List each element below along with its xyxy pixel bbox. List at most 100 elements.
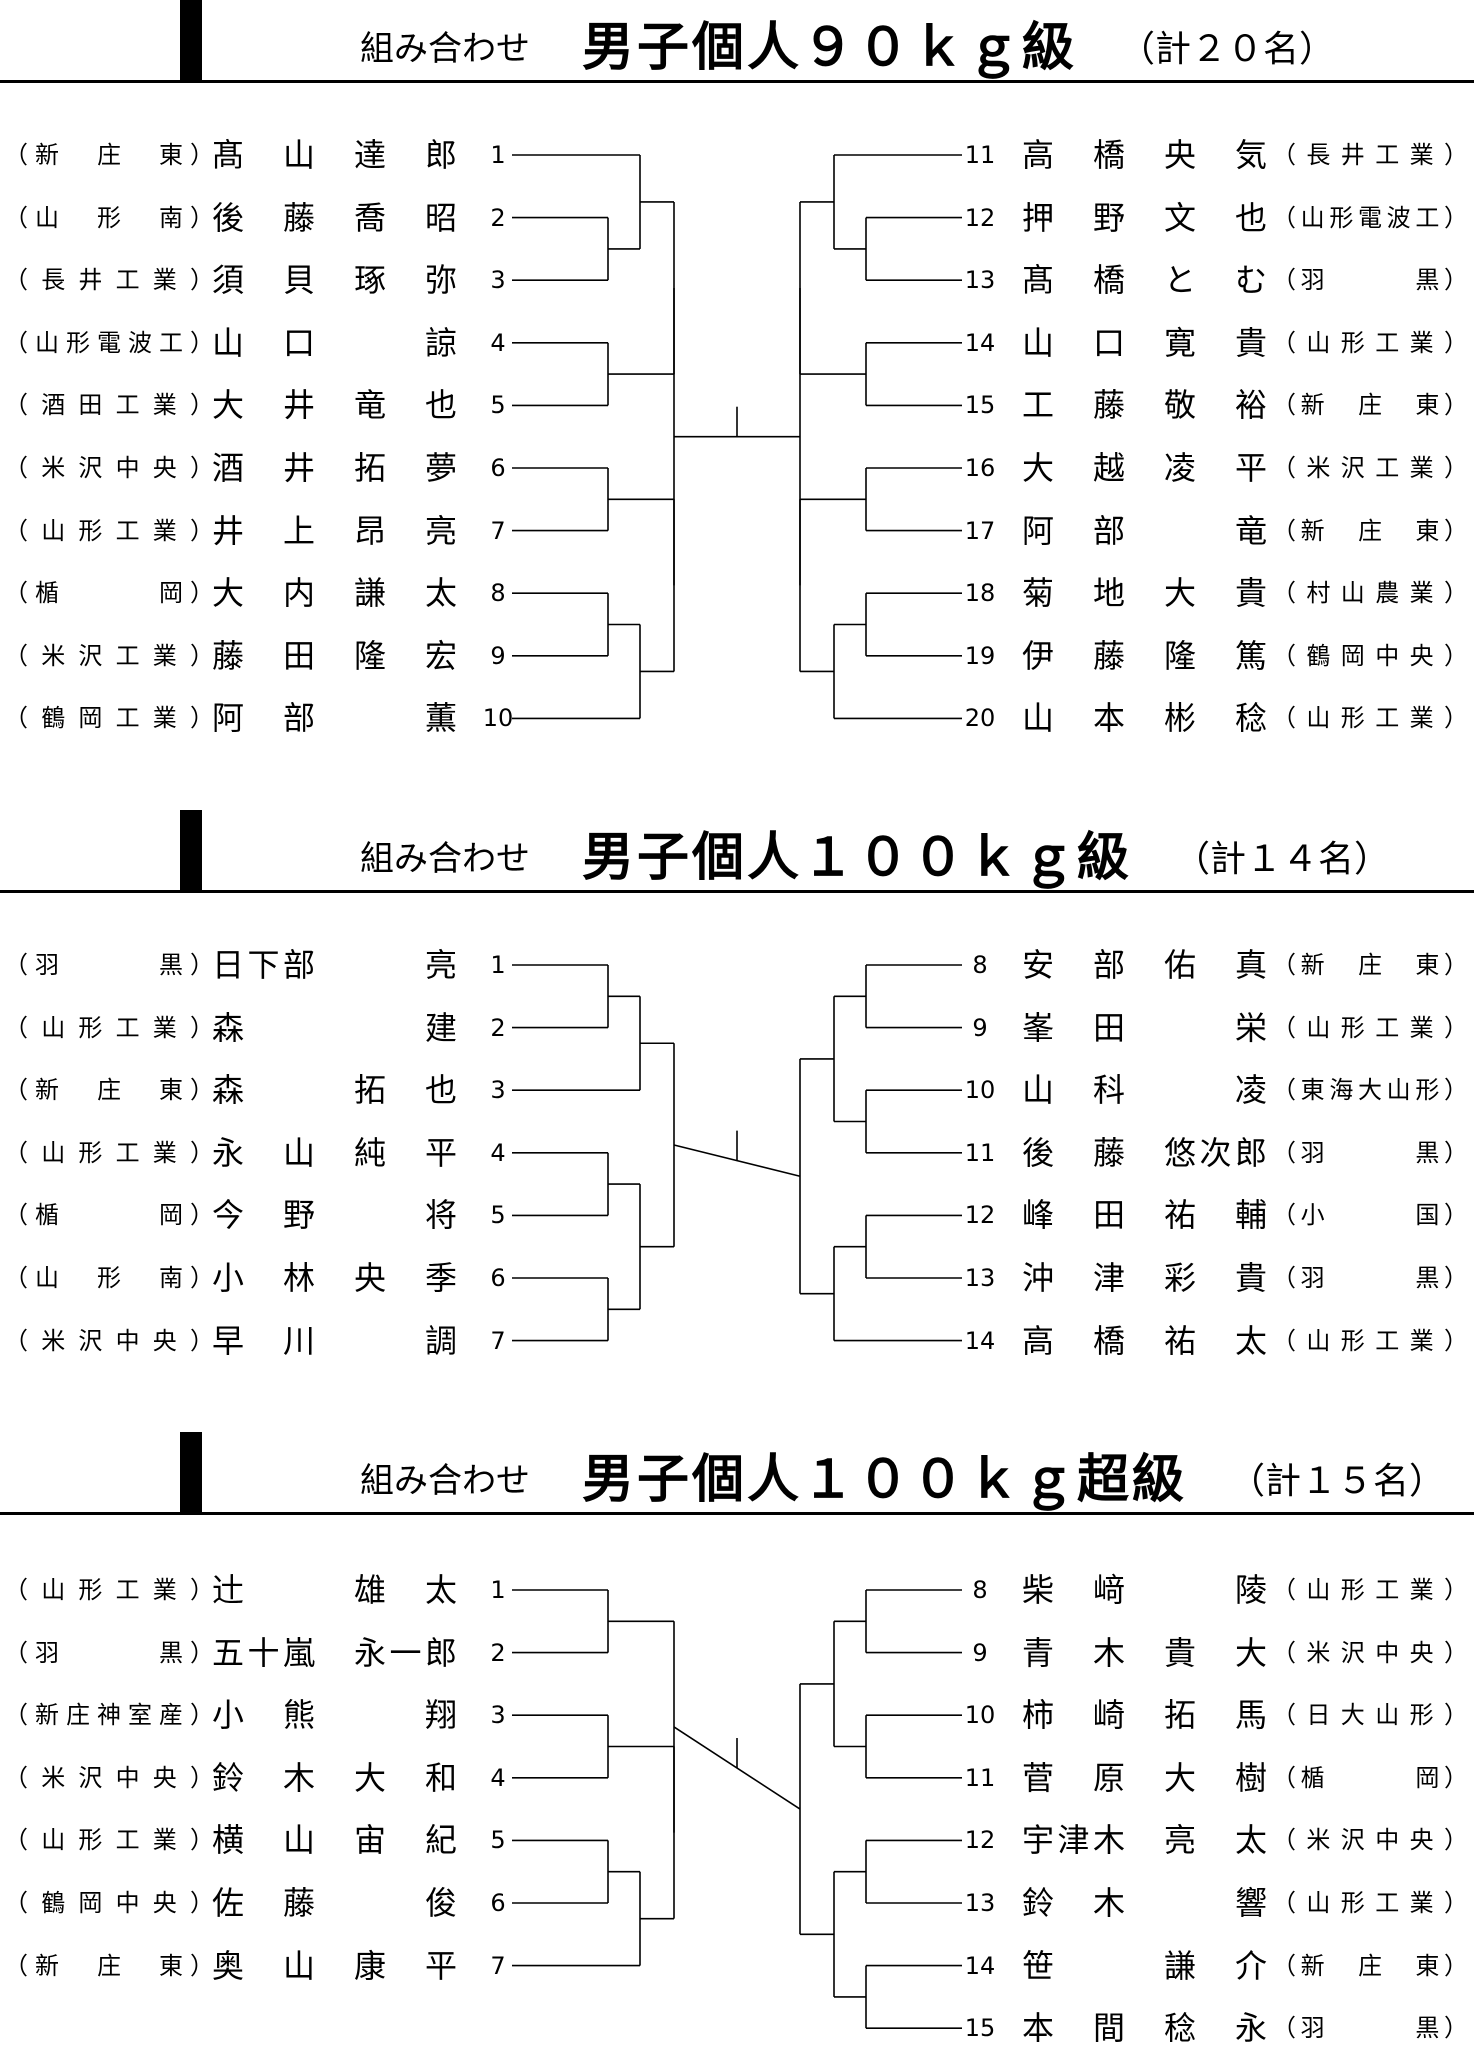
entrant-number: 8 bbox=[490, 579, 506, 608]
entrant-name: 菊 地 大 貴 bbox=[1022, 574, 1267, 613]
section-title: 組み合わせ 男子個人１００ｋｇ級 （計１４名） bbox=[360, 814, 1390, 890]
entrant-number: 17 bbox=[964, 516, 996, 545]
entrant-name: 山 科 凌 bbox=[1022, 1071, 1267, 1110]
entrant-name: 鈴 木 響 bbox=[1022, 1884, 1267, 1922]
entrant-row-right: 8 安 部 佑 真（新 庄 東） bbox=[0, 945, 1474, 985]
entrant-school: （米沢工業） bbox=[4, 641, 214, 670]
entrant-school: （山形工業） bbox=[4, 1013, 214, 1042]
entrant-name: 本 間 稔 永 bbox=[1022, 2009, 1267, 2048]
entrant-school: （長井工業） bbox=[1272, 141, 1468, 169]
entrant-name: 菅 原 大 樹 bbox=[1022, 1758, 1267, 1797]
entrant-number: 4 bbox=[490, 328, 506, 357]
entrant-school: （新 庄 東） bbox=[1272, 951, 1468, 979]
entrant-school: （山形工業） bbox=[4, 1826, 214, 1855]
entrant-number: 8 bbox=[972, 951, 988, 979]
entrant-row-right: 17 阿 部 竜（新 庄 東） bbox=[0, 511, 1474, 551]
entrant-name: 青 木 貴 大 bbox=[1022, 1633, 1267, 1672]
entrant-name: 柿 崎 拓 馬 bbox=[1022, 1696, 1267, 1735]
entrant-school: （鶴岡中央） bbox=[4, 1889, 214, 1917]
entrant-number: 6 bbox=[490, 454, 506, 482]
entrant-name: 大 井 竜 也 bbox=[212, 386, 457, 425]
weight-class-title: 男子個人１００ｋｇ超級 bbox=[582, 1450, 1188, 1510]
entrant-school: （鶴岡中央） bbox=[1272, 641, 1468, 670]
entrant-number: 12 bbox=[964, 203, 996, 232]
entrant-name: 森 拓 也 bbox=[212, 1071, 457, 1110]
entrant-school: （酒田工業） bbox=[4, 391, 214, 420]
entrant-name: 安 部 佑 真 bbox=[1022, 946, 1267, 984]
entrant-name: 佐 藤 俊 bbox=[212, 1884, 457, 1922]
entrant-number: 13 bbox=[964, 1264, 996, 1292]
entrant-number: 5 bbox=[490, 1826, 506, 1855]
entrant-school: （楯 岡） bbox=[4, 1201, 214, 1230]
entrant-name: 後 藤 悠次郎 bbox=[1022, 1133, 1267, 1172]
entrant-number: 10 bbox=[964, 1076, 996, 1105]
entrant-name: 大 内 謙 太 bbox=[212, 574, 457, 613]
title-prefix: 組み合わせ bbox=[360, 839, 530, 879]
entrant-name: 横 山 宙 紀 bbox=[212, 1821, 457, 1860]
entrant-name: 日下部 亮 bbox=[212, 946, 457, 984]
entrant-name: 高 橋 央 気 bbox=[1022, 136, 1267, 174]
entrant-school: （新 庄 東） bbox=[1272, 516, 1468, 545]
entrant-school: （東海大山形） bbox=[1272, 1076, 1468, 1105]
section-title-bar: 組み合わせ男子個人１００ｋｇ超級（計１５名） bbox=[0, 1432, 1474, 1515]
entrant-school: （山形工業） bbox=[4, 516, 214, 545]
entrant-school: （新 庄 東） bbox=[1272, 1951, 1468, 1980]
entrant-number: 7 bbox=[490, 1951, 506, 1980]
entrant-number: 14 bbox=[964, 328, 996, 357]
entrant-number: 14 bbox=[964, 1951, 996, 1980]
entrant-school: （山形工業） bbox=[1272, 704, 1468, 733]
entrant-name: 森 建 bbox=[212, 1008, 457, 1047]
entrant-number: 5 bbox=[490, 1201, 506, 1230]
entrant-count: （計１４名） bbox=[1174, 839, 1391, 880]
entrant-name: 伊 藤 隆 篤 bbox=[1022, 636, 1267, 675]
entrant-name: 早 川 調 bbox=[212, 1321, 457, 1360]
weight-class-title: 男子個人１００ｋｇ級 bbox=[582, 828, 1133, 888]
entrant-number: 11 bbox=[964, 1763, 996, 1792]
entrant-name: 辻 雄 太 bbox=[212, 1571, 457, 1609]
entrant-number: 15 bbox=[964, 391, 996, 420]
entrant-school: （羽 黒） bbox=[4, 951, 214, 979]
entrant-number: 16 bbox=[964, 454, 996, 482]
entrant-school: （山形工業） bbox=[1272, 328, 1468, 357]
entrant-row-right: 19 伊 藤 隆 篤（鶴岡中央） bbox=[0, 636, 1474, 676]
entrant-number: 14 bbox=[964, 1326, 996, 1355]
entrant-school: （小 国） bbox=[1272, 1201, 1468, 1230]
entrant-school: （山 形 南） bbox=[4, 1264, 214, 1292]
entrant-name: 阿 部 竜 bbox=[1022, 511, 1267, 550]
weight-class-title: 男子個人９０ｋｇ級 bbox=[582, 18, 1078, 78]
entrant-school: （米沢工業） bbox=[1272, 454, 1468, 482]
entrant-name: 高 橋 祐 太 bbox=[1022, 1321, 1267, 1360]
title-prefix: 組み合わせ bbox=[360, 29, 530, 69]
entrant-name: 山 本 彬 稔 bbox=[1022, 699, 1267, 738]
entrant-row-right: 10 山 科 凌（東海大山形） bbox=[0, 1070, 1474, 1110]
entrant-number: 19 bbox=[964, 641, 996, 670]
entrant-number: 3 bbox=[490, 266, 506, 295]
entrant-school: （羽 黒） bbox=[1272, 266, 1468, 295]
entrant-number: 5 bbox=[490, 391, 506, 420]
entrant-name: 押 野 文 也 bbox=[1022, 198, 1267, 237]
entrant-name: 今 野 将 bbox=[212, 1196, 457, 1235]
entrant-number: 12 bbox=[964, 1826, 996, 1855]
entrant-school: （米沢中央） bbox=[4, 1326, 214, 1355]
